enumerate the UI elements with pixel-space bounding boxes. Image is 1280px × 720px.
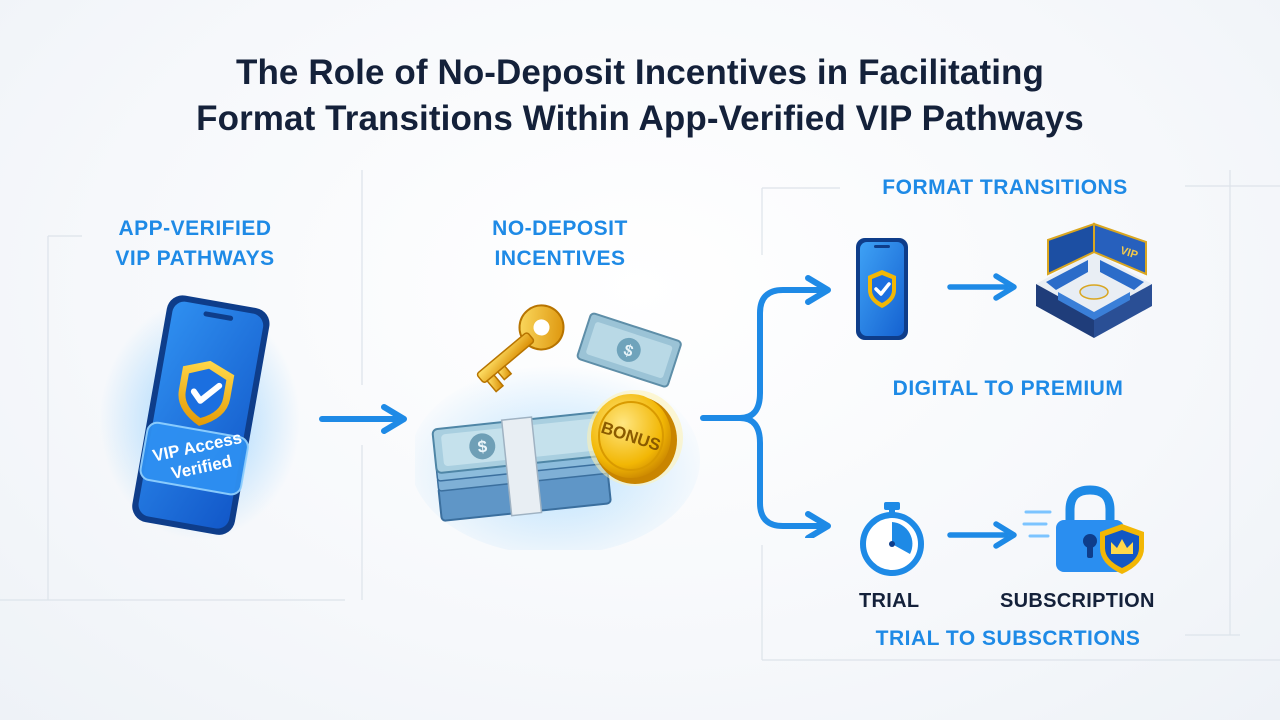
app-verified-heading-line-2: VIP PATHWAYS	[115, 247, 275, 270]
trial-label: TRIAL	[859, 590, 920, 612]
no-deposit-heading: NO-DEPOSIT INCENTIVES	[460, 214, 660, 274]
trial-to-subscription-caption: TRIAL TO SUBSCRTIONS	[875, 627, 1141, 650]
format-transitions-heading: FORMAT TRANSITIONS	[882, 176, 1128, 199]
app-verified-heading: APP-VERIFIED VIP PATHWAYS	[90, 214, 300, 274]
title-line-1: The Role of No-Deposit Incentives in Fac…	[235, 53, 1045, 92]
padlock-crown-icon	[1022, 485, 1144, 574]
branch-connector	[700, 275, 831, 538]
app-verified-heading-line-1: APP-VERIFIED	[118, 217, 272, 240]
arrow-right-icon	[947, 521, 1017, 549]
bonus-coin-icon: BONUS	[587, 390, 683, 486]
svg-text:$: $	[477, 437, 489, 457]
golden-key-icon	[476, 304, 565, 393]
stopwatch-icon	[860, 502, 924, 576]
arrow-right-icon	[947, 273, 1017, 301]
vip-lounge-sign: VIP	[1119, 245, 1140, 262]
arrow-right-icon	[319, 404, 407, 434]
title-line-2: Format Transitions Within App-Verified V…	[196, 99, 1084, 138]
digital-to-premium-caption: DIGITAL TO PREMIUM	[892, 377, 1124, 400]
subscription-label: SUBSCRIPTION	[1000, 590, 1155, 612]
no-deposit-heading-line-1: NO-DEPOSIT	[492, 217, 628, 240]
vip-lounge-icon: VIP	[1036, 222, 1152, 338]
vip-phone-icon: VIP Access Verified	[100, 295, 300, 540]
cash-stack-back-icon: $	[576, 312, 682, 388]
no-deposit-heading-line-2: INCENTIVES	[494, 247, 626, 270]
smartphone-shield-icon	[856, 238, 908, 340]
page-title: The Role of No-Deposit Incentives in Fac…	[0, 50, 1280, 142]
incentives-illustration: $ $ BONUS	[415, 304, 700, 550]
cash-stack-icon: $	[431, 411, 612, 522]
